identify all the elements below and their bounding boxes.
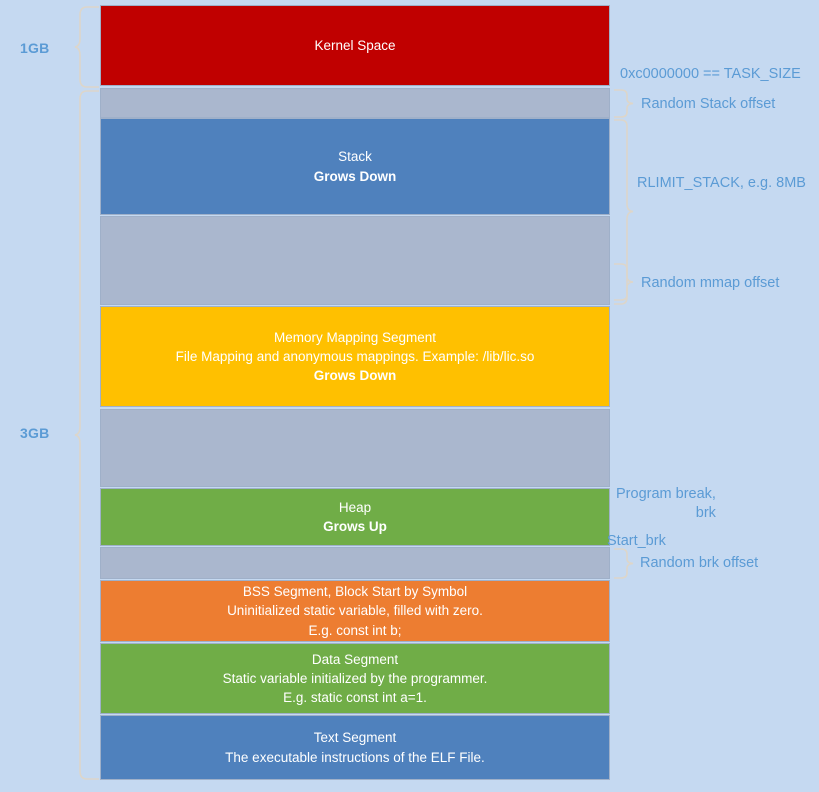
annotation-start-brk: Start_brk [607,533,666,549]
brace-random-mmap-offset [614,263,634,301]
band-gap-unused-heap-top [100,409,610,487]
annotation-task-size: 0xc0000000 == TASK_SIZE [620,66,801,82]
annotation-random-mmap-offset: Random mmap offset [641,275,780,291]
brace-kernel-1gb [74,6,99,88]
annotation-program-break-line1: Program break, [616,486,716,502]
band-text-segment: Text Segment The executable instructions… [100,715,610,780]
size-label-kernel: 1GB [20,40,50,56]
band-line-growth: Grows Up [323,519,387,534]
band-line: Memory Mapping Segment [273,329,437,345]
brace-random-brk-offset [614,548,634,579]
band-line: File Mapping and anonymous mappings. Exa… [175,348,535,364]
band-gap-random-mmap-offset [100,216,610,305]
annotation-program-break: Program break, brk [616,485,716,522]
band-line: Kernel Space [314,37,396,53]
band-line: Static variable initialized by the progr… [222,670,488,686]
annotation-random-stack-offset: Random Stack offset [641,96,776,112]
band-line: E.g. const int b; [308,622,402,638]
size-label-user: 3GB [20,425,50,441]
band-memory-mapping-segment: Memory Mapping Segment File Mapping and … [100,306,610,407]
band-line-growth: Grows Down [313,168,397,184]
annotation-random-brk-offset: Random brk offset [640,555,759,571]
band-line: The executable instructions of the ELF F… [225,749,485,765]
band-bss-segment: BSS Segment, Block Start by Symbol Unini… [100,580,610,642]
band-line: E.g. static const int a=1. [283,690,427,706]
brace-user-3gb [74,90,99,780]
brace-rlimit-stack [614,119,634,305]
annotation-program-break-line2: brk [695,504,716,521]
band-line: Data Segment [311,651,399,667]
band-line-growth: Grows Down [313,368,397,384]
band-gap-random-stack-offset [100,88,610,118]
band-data-segment: Data Segment Static variable initialized… [100,643,610,714]
band-kernel-space: Kernel Space [100,5,610,86]
band-heap: Heap Grows Up [100,488,610,546]
band-line: Stack [338,149,372,165]
annotation-rlimit-stack: RLIMIT_STACK, e.g. 8MB [637,175,806,191]
brace-random-stack-offset [614,89,634,118]
band-gap-random-brk-offset [100,547,610,579]
band-line: Uninitialized static variable, filled wi… [227,603,483,619]
band-line: Heap [338,499,372,515]
band-stack: Stack Grows Down [100,118,610,215]
band-line: BSS Segment, Block Start by Symbol [242,584,468,600]
band-line: Text Segment [313,730,397,746]
